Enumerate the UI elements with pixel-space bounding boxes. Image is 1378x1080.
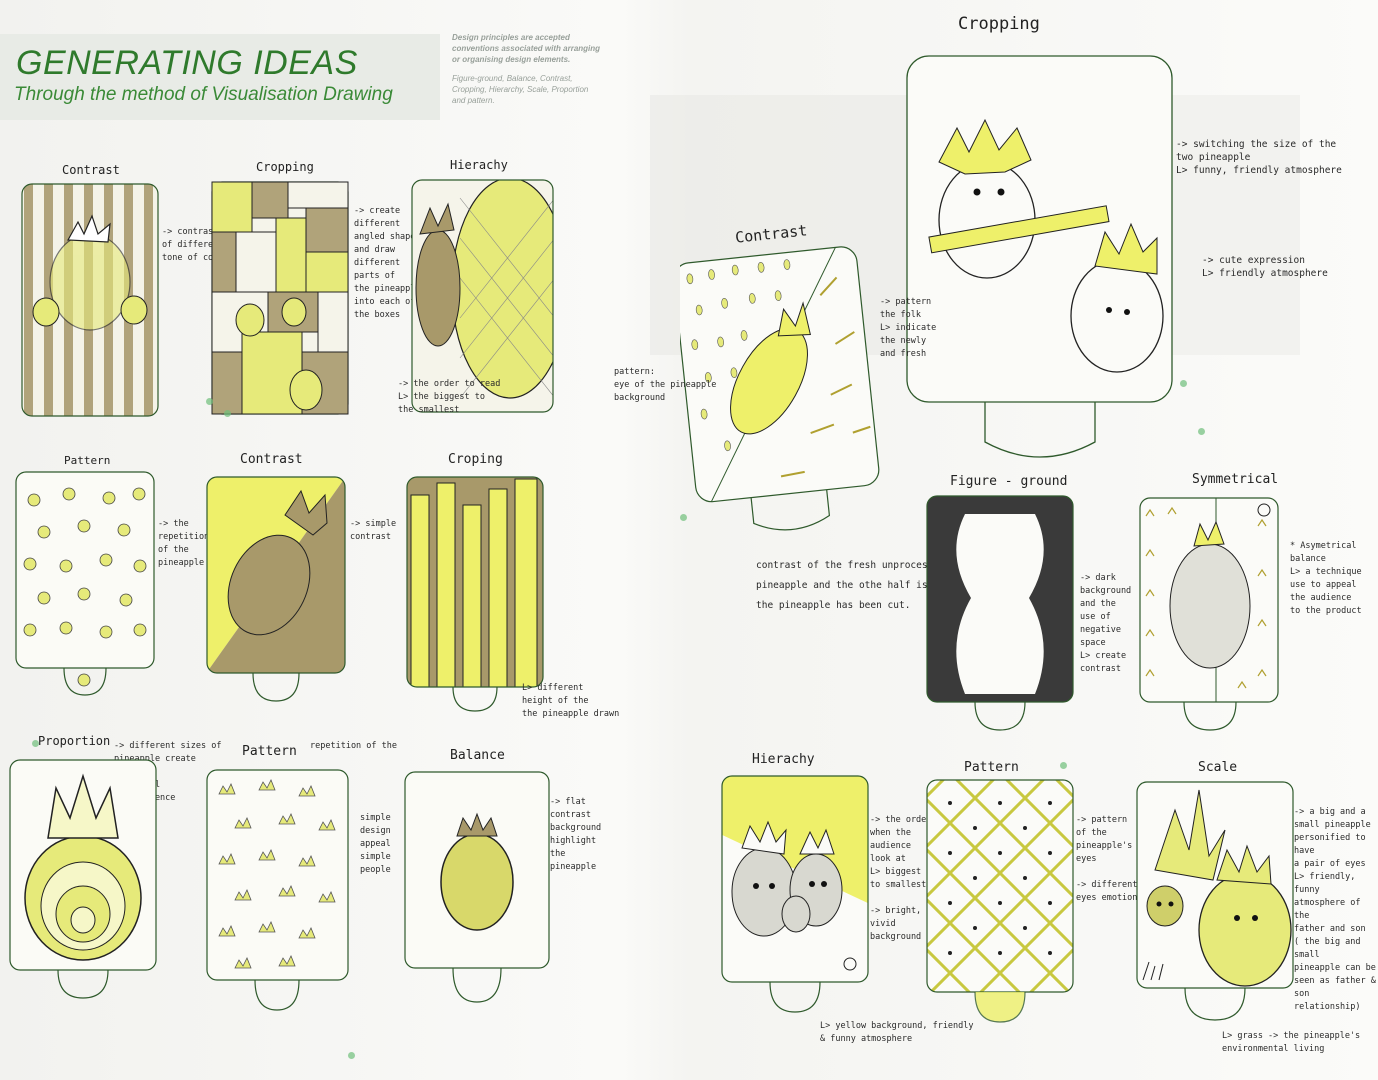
scale-drawing xyxy=(1136,781,1294,1021)
label-hierachy-2: Hierachy xyxy=(752,752,815,767)
balance-drawing xyxy=(404,771,550,1003)
paint-dot xyxy=(1060,762,1067,769)
paint-dot xyxy=(206,398,213,405)
note-symmetrical: * Asymetrical balance L> a technique use… xyxy=(1290,541,1362,616)
label-contrast-2: Contrast xyxy=(240,452,303,467)
paint-dot xyxy=(1198,428,1205,435)
page-subtitle: Through the method of Visualisation Draw… xyxy=(14,84,393,105)
hierachy-2-drawing xyxy=(721,775,869,1013)
note-balance: -> flat contrast background highlight th… xyxy=(550,797,602,872)
pattern-crowns-drawing xyxy=(206,769,349,1011)
card-pattern-3 xyxy=(925,778,1075,1028)
note-contrast-big-left: pattern: eye of the pineapple background xyxy=(614,367,717,403)
card-symmetrical xyxy=(1138,496,1298,736)
note-contrast-big-right: -> pattern the folk L> indicate the newl… xyxy=(880,297,937,359)
note-pattern-2: simple design appeal simple people xyxy=(360,813,391,875)
label-cropping-1: Cropping xyxy=(256,160,314,174)
principles-definition: Design principles are accepted conventio… xyxy=(452,33,601,64)
principles-list: Figure-ground, Balance, Contrast, Croppi… xyxy=(452,74,589,105)
principles-note: Design principles are accepted conventio… xyxy=(452,32,602,106)
proportion-drawing xyxy=(9,759,157,999)
card-hierachy-1 xyxy=(410,178,555,418)
note-hierachy-1: -> the order to read L> the biggest to t… xyxy=(398,379,501,415)
card-contrast-big xyxy=(680,240,880,540)
paint-dot xyxy=(224,410,231,417)
figure-ground-drawing xyxy=(926,495,1074,731)
note-hierachy-2-bottom: L> yellow background, friendly & funny a… xyxy=(820,1021,974,1044)
paint-dot xyxy=(348,1052,355,1059)
pattern-eyes-drawing xyxy=(926,779,1074,1023)
note-figure-ground: -> dark background and the use of negati… xyxy=(1080,573,1132,674)
note-cropping-big-1: -> switching the size of the two pineapp… xyxy=(1176,139,1342,176)
paint-dot xyxy=(32,740,39,747)
contrast-diagonal-drawing xyxy=(206,476,346,702)
label-pattern-2: Pattern xyxy=(242,744,297,759)
note-scale: -> a big and a small pineapple personifi… xyxy=(1294,807,1376,1012)
note-cropping-2: L> different height of the the pineapple… xyxy=(522,683,620,719)
hierachy-drawing xyxy=(411,179,554,413)
contrast-big-drawing xyxy=(680,246,880,531)
label-balance: Balance xyxy=(450,748,505,763)
card-contrast-2 xyxy=(205,475,347,707)
cropping-columns-drawing xyxy=(406,476,544,712)
note-pattern-1: -> the repetition of the pineapple xyxy=(158,519,210,568)
pattern-pineapples-drawing xyxy=(15,471,155,696)
note-pattern-2-top: repetition of the xyxy=(310,741,397,751)
label-pattern-1: Pattern xyxy=(64,454,111,467)
paint-dot xyxy=(1180,380,1187,387)
cropping-grid-drawing xyxy=(211,181,349,415)
note-scale-bottom: L> grass -> the pineapple's environmenta… xyxy=(1222,1031,1361,1054)
label-cropping-2: Croping xyxy=(448,452,503,467)
card-figure-ground xyxy=(925,494,1075,734)
label-contrast-1: Contrast xyxy=(62,163,120,177)
card-contrast-1 xyxy=(20,182,160,422)
paint-dot xyxy=(680,514,687,521)
contrast-stripes-drawing xyxy=(21,183,159,417)
label-hierachy-1: Hierachy xyxy=(450,158,508,172)
label-figure-ground: Figure - ground xyxy=(950,474,1068,489)
page-title: GENERATING IDEAS xyxy=(16,44,358,82)
card-balance xyxy=(403,770,551,1018)
note-contrast-2: -> simple contrast xyxy=(350,519,397,542)
card-cropping-2 xyxy=(405,475,545,715)
card-cropping-1 xyxy=(210,180,350,420)
note-hierachy-2: -> the order when the audience look at L… xyxy=(870,815,932,942)
title-band xyxy=(0,34,440,120)
label-proportion: Proportion xyxy=(38,734,111,748)
note-cropping-1: -> create different angled shape and dra… xyxy=(354,206,421,320)
card-scale xyxy=(1135,780,1295,1030)
label-cropping-big: Cropping xyxy=(958,14,1040,34)
symmetrical-drawing xyxy=(1139,497,1279,731)
cropping-big-drawing xyxy=(906,55,1173,458)
note-pattern-3: -> pattern of the pineapple's eyes -> di… xyxy=(1076,815,1138,903)
label-pattern-3: Pattern xyxy=(964,760,1019,775)
card-hierachy-2 xyxy=(720,774,870,1024)
card-pattern-1 xyxy=(14,470,156,700)
card-proportion xyxy=(8,758,158,1008)
note-cropping-big-2: -> cute expression L> friendly atmospher… xyxy=(1202,255,1328,279)
card-cropping-big xyxy=(905,42,1175,472)
card-pattern-2 xyxy=(205,768,350,1018)
label-symmetrical: Symmetrical xyxy=(1192,472,1279,487)
note-contrast-big-bottom: contrast of the fresh unprocessed pineap… xyxy=(756,560,945,611)
label-scale: Scale xyxy=(1198,760,1238,775)
